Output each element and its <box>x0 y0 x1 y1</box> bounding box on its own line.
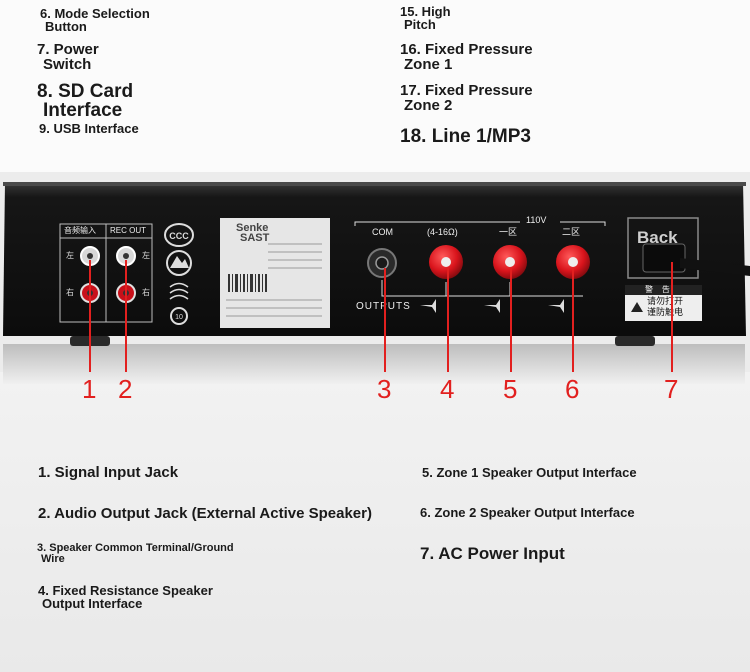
callout-line-4 <box>447 268 449 372</box>
barcode <box>228 274 267 292</box>
spec-label <box>220 218 330 328</box>
callout-number-7: 7 <box>664 374 679 404</box>
zone1-label: 一区 <box>499 227 518 237</box>
bottom-label-7: 7. AC Power Input <box>420 544 565 563</box>
speaker-symbols <box>420 299 564 313</box>
power-cord <box>680 258 750 276</box>
callout-line-6 <box>572 268 574 372</box>
power-inlet-socket <box>642 243 686 273</box>
callout-number-4: 4 <box>440 374 455 404</box>
bottom-label-2: 2. Audio Output Jack (External Active Sp… <box>38 505 372 522</box>
chassis-reflection <box>3 344 745 384</box>
foot-right <box>615 336 655 346</box>
callout-line-5 <box>510 268 512 372</box>
callout-number-5: 5 <box>503 374 518 404</box>
warning-line1: 请勿打开 <box>647 296 684 306</box>
warning-title: 警 告 <box>645 285 670 294</box>
rec-out-label: REC OUT <box>110 226 146 235</box>
out-right-char: 右 <box>142 288 150 297</box>
amplifier-back-panel: CCC 10 <box>3 182 750 384</box>
altitude-logo-icon <box>166 250 192 276</box>
callout-number-1: 1 <box>82 374 97 404</box>
voltage-label: 110V <box>526 215 547 225</box>
climate-logo-icon <box>169 282 189 300</box>
callout-number-6: 6 <box>565 374 580 404</box>
callout-number-2: 2 <box>118 374 133 404</box>
jack-in-label: 音频输入 <box>64 226 96 235</box>
warning-triangle-icon <box>631 302 643 312</box>
top-label-9: 9. USB Interface <box>39 121 139 136</box>
bottom-label-5: 5. Zone 1 Speaker Output Interface <box>422 465 637 480</box>
callout-number-3: 3 <box>377 374 392 404</box>
svg-text:CCC: CCC <box>169 231 189 241</box>
outputs-label: OUTPUTS <box>356 302 411 312</box>
com-label: COM <box>372 227 393 237</box>
bottom-background <box>0 372 750 672</box>
ohm-label: (4-16Ω) <box>427 227 458 237</box>
bottom-label-6: 6. Zone 2 Speaker Output Interface <box>420 505 635 520</box>
in-left-char: 左 <box>66 251 74 260</box>
recycle-logo-icon <box>170 307 188 325</box>
sast-label: SAST <box>240 232 270 244</box>
out-left-char: 左 <box>142 251 150 260</box>
top-background <box>0 0 750 172</box>
ccc-logo-icon <box>164 223 194 247</box>
spec-label-lines <box>226 243 322 317</box>
power-inlet-frame <box>627 217 699 279</box>
chassis-top-edge <box>3 182 746 186</box>
top-label-18: 18. Line 1/MP3 <box>400 126 531 147</box>
terminal-wiring <box>381 280 583 297</box>
callout-line-7 <box>671 262 673 372</box>
bottom-label-1: 1. Signal Input Jack <box>38 464 179 481</box>
zone2-label: 二区 <box>562 227 581 237</box>
brand-label: Senke <box>236 222 269 234</box>
svg-text:10: 10 <box>175 314 183 321</box>
voltage-bracket <box>354 221 606 226</box>
back-label: Back <box>637 228 678 247</box>
callout-line-1 <box>89 260 91 372</box>
warning-line2: 谨防触电 <box>647 307 684 317</box>
callout-line-3 <box>384 268 386 372</box>
callout-line-2 <box>125 260 127 372</box>
in-right-char: 右 <box>66 288 74 297</box>
